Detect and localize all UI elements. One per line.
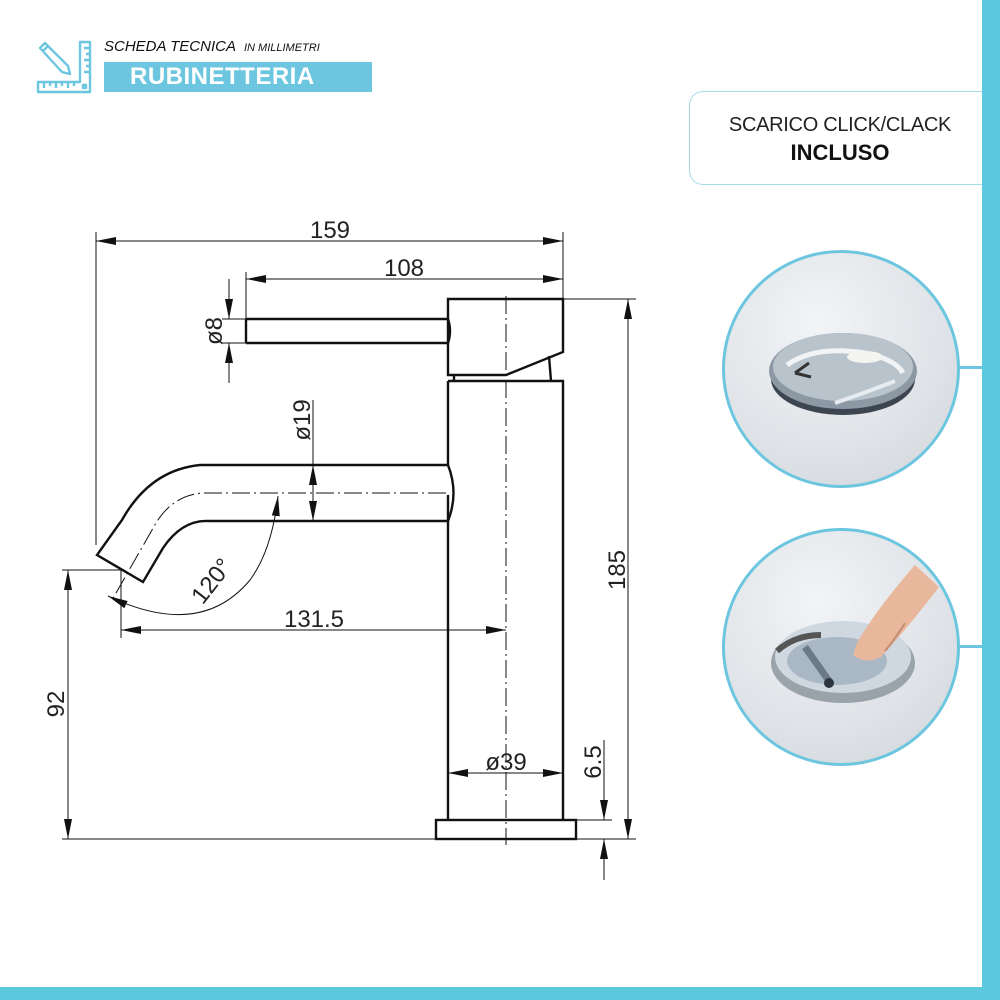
photo-connector-1: [957, 366, 982, 369]
drain-plug-pressed-image: [771, 565, 939, 703]
datasheet-header: SCHEDA TECNICA IN MILLIMETRI RUBINETTERIA: [36, 38, 376, 98]
dim-lever-length: 108: [384, 255, 424, 282]
dim-spout-reach: 131.5: [284, 606, 344, 633]
dimension-lines: [62, 232, 636, 880]
dim-total-length: 159: [310, 217, 350, 244]
header-subtitle: SCHEDA TECNICA IN MILLIMETRI: [104, 38, 320, 56]
feature-callout: SCARICO CLICK/CLACK INCLUSO: [689, 91, 990, 185]
dim-base-thickness: 6.5: [580, 745, 607, 778]
unit-note: IN MILLIMETRI: [243, 42, 320, 54]
callout-line1: SCARICO CLICK/CLACK: [728, 114, 952, 136]
dim-spout-height: 92: [43, 691, 70, 718]
category-banner: RUBINETTERIA: [104, 62, 372, 92]
datasheet-title: SCHEDA TECNICA: [104, 38, 236, 55]
drain-closed-photo: [722, 250, 960, 488]
dim-lever-diameter: ø8: [201, 317, 228, 345]
dim-spout-angle: 120°: [186, 554, 238, 610]
bottom-frame-strip: [0, 987, 1000, 1000]
dim-spout-diameter: ø19: [289, 399, 316, 440]
ruler-pencil-icon: [36, 40, 92, 94]
callout-line2: INCLUSO: [790, 140, 890, 165]
dim-total-height: 185: [604, 550, 631, 590]
dim-body-diameter: ø39: [485, 749, 526, 776]
photo-connector-2: [957, 645, 982, 648]
right-frame-strip: [982, 0, 1000, 1000]
drain-plug-closed-image: [769, 333, 917, 415]
